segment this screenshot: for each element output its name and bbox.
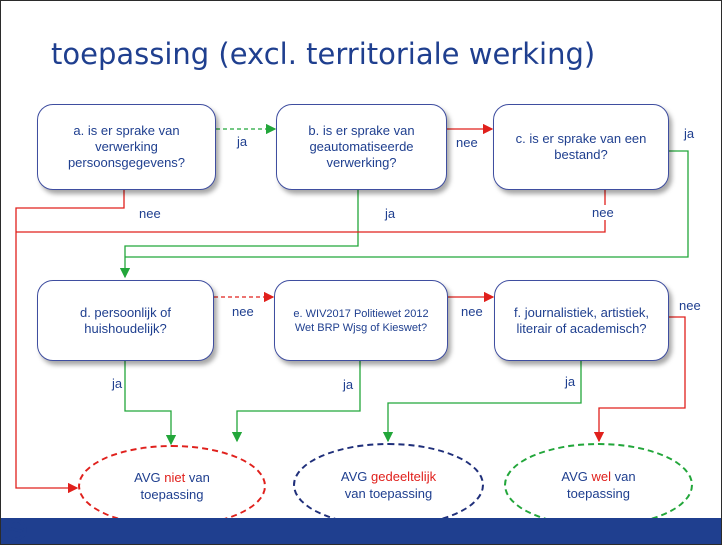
outcome-niet-prefix: AVG: [134, 470, 165, 485]
logo-icon: [5, 519, 27, 541]
outcome-gedeeltelijk-highlight: gedeeltelijk: [371, 469, 437, 484]
label-c-right: ja: [682, 126, 697, 141]
label-e-down: ja: [341, 377, 356, 392]
footer-bar: [1, 518, 721, 544]
arrow-e-down: [231, 361, 361, 443]
flow-arrows: [15, 123, 689, 494]
outcome-wel-line1: AVG wel van: [561, 468, 635, 485]
outcome-avg-wel: AVG wel van toepassing: [504, 443, 693, 527]
label-a-to-b: ja: [235, 134, 250, 149]
outcome-avg-niet: AVG niet van toepassing: [78, 445, 266, 527]
label-b-down: ja: [383, 206, 398, 221]
arrow-f-right: [593, 316, 686, 443]
outcome-wel-prefix: AVG: [561, 469, 592, 484]
box-e-wiv2017-politiewet: e. WIV2017 Politiewet 2012 Wet BRP Wjsg …: [274, 280, 448, 361]
outcome-gedeeltelijk-line2: van toepassing: [344, 486, 433, 501]
label-c-down: nee: [590, 205, 616, 220]
arrow-c-right: [125, 150, 689, 258]
label-d-down: ja: [110, 376, 125, 391]
outcome-gedeeltelijk-prefix: AVG: [340, 469, 372, 484]
arrow-a-down: [15, 190, 125, 494]
outcome-niet-suffix: van: [185, 470, 210, 485]
box-c-bestand: c. is er sprake van een bestand?: [493, 104, 669, 190]
outcome-niet-line2: toepassing: [140, 487, 204, 502]
outcome-niet-line1: AVG niet van: [134, 469, 210, 486]
arrow-d-down: [124, 361, 177, 446]
arrow-f-down: [382, 361, 582, 443]
outcome-wel-suffix: van: [611, 469, 636, 484]
arrow-b-down: [119, 190, 359, 279]
outcome-wel-line2: toepassing: [567, 486, 630, 501]
box-d-persoonlijk-huishoudelijk: d. persoonlijk of huishoudelijk?: [37, 280, 214, 361]
label-b-to-c: nee: [454, 135, 480, 150]
outcome-avg-gedeeltelijk: AVG gedeeltelijk van toepassing: [293, 443, 484, 527]
label-e-to-f: nee: [459, 304, 485, 319]
label-f-right: nee: [677, 298, 703, 313]
page-title: toepassing (excl. territoriale werking): [51, 37, 596, 71]
label-f-down: ja: [563, 374, 578, 389]
arrow-c-down: [16, 190, 606, 233]
outcome-gedeeltelijk-line1: AVG gedeeltelijk: [341, 468, 436, 485]
label-a-down: nee: [137, 206, 163, 221]
outcome-wel-highlight: wel: [591, 469, 612, 484]
outcome-niet-highlight: niet: [164, 470, 186, 485]
label-d-to-e: nee: [230, 304, 256, 319]
box-f-journalistiek: f. journalistiek, artistiek, literair of…: [494, 280, 669, 361]
box-b-geautomatiseerde-verwerking: b. is er sprake van geautomatiseerde ver…: [276, 104, 447, 190]
box-a-verwerking-persoonsgegevens: a. is er sprake van verwerking persoonsg…: [37, 104, 216, 190]
